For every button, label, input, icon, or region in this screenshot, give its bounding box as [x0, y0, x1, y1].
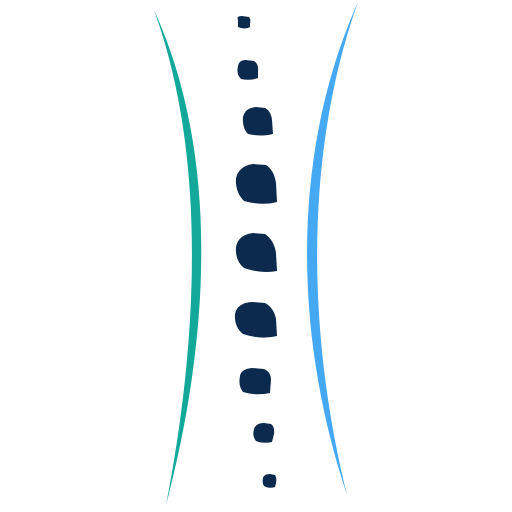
vertebra-2	[237, 60, 259, 80]
vertebra-5	[235, 233, 277, 272]
spine-vertebrae	[234, 16, 277, 488]
vertebra-6	[234, 302, 277, 338]
vertebra-7	[239, 368, 271, 395]
right-blue-arc	[307, 2, 358, 495]
left-teal-arc	[154, 10, 202, 505]
vertebra-8	[253, 423, 275, 443]
vertebra-3	[242, 107, 273, 136]
vertebra-4	[235, 164, 277, 204]
vertebra-1	[237, 16, 251, 29]
vertebra-9	[262, 474, 277, 488]
